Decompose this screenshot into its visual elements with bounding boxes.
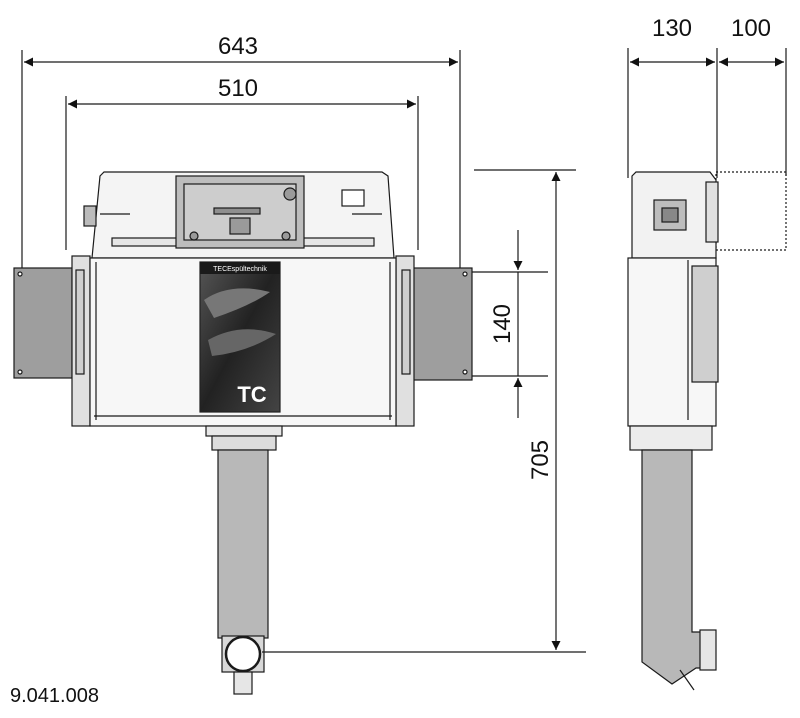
valve-screw: [189, 231, 199, 241]
bolt-left: [83, 205, 97, 227]
dim-label-140: 140: [489, 304, 516, 344]
label-swoosh: [208, 329, 276, 356]
front-view: [13, 50, 586, 695]
left-mounting-plate: [13, 267, 73, 379]
valve-knob: [283, 187, 297, 201]
outlet-collar: [205, 425, 283, 437]
side-view: [627, 48, 787, 691]
dim-label-130: 130: [652, 15, 692, 42]
valve-slot: [229, 217, 251, 235]
flush-pipe: [217, 449, 269, 639]
side-valve-core: [661, 207, 679, 223]
extension-outline: [715, 171, 787, 251]
right-rail-slot: [401, 269, 411, 375]
drawing-code: 9.041.008: [10, 685, 99, 707]
label-brand-text: TECEspültechnik: [213, 266, 267, 273]
plate-hole: [462, 369, 468, 375]
dim-label-100: 100: [731, 15, 771, 42]
pipe-stub: [233, 671, 253, 695]
side-pipe-flange: [699, 629, 717, 671]
outlet-neck: [211, 435, 277, 451]
plate-hole: [17, 271, 23, 277]
side-bottom: [629, 425, 713, 451]
right-mounting-plate: [411, 267, 473, 381]
inlet-box: [341, 189, 365, 207]
side-bracket: [691, 265, 719, 383]
side-pipe-lead: [679, 669, 695, 691]
pipe-outlet-circle: [224, 635, 262, 673]
dim-label-643: 643: [218, 33, 258, 60]
left-rail-slot: [75, 269, 85, 375]
side-fitting: [705, 181, 719, 243]
dim-label-510: 510: [218, 75, 258, 102]
plate-hole: [17, 369, 23, 375]
dim-label-705: 705: [527, 440, 554, 480]
valve-screw: [281, 231, 291, 241]
label-header: [200, 262, 280, 274]
plate-hole: [462, 271, 468, 277]
label-logo-text: TC: [237, 382, 266, 407]
valve-slot: [213, 207, 261, 215]
label-swoosh: [204, 288, 270, 318]
